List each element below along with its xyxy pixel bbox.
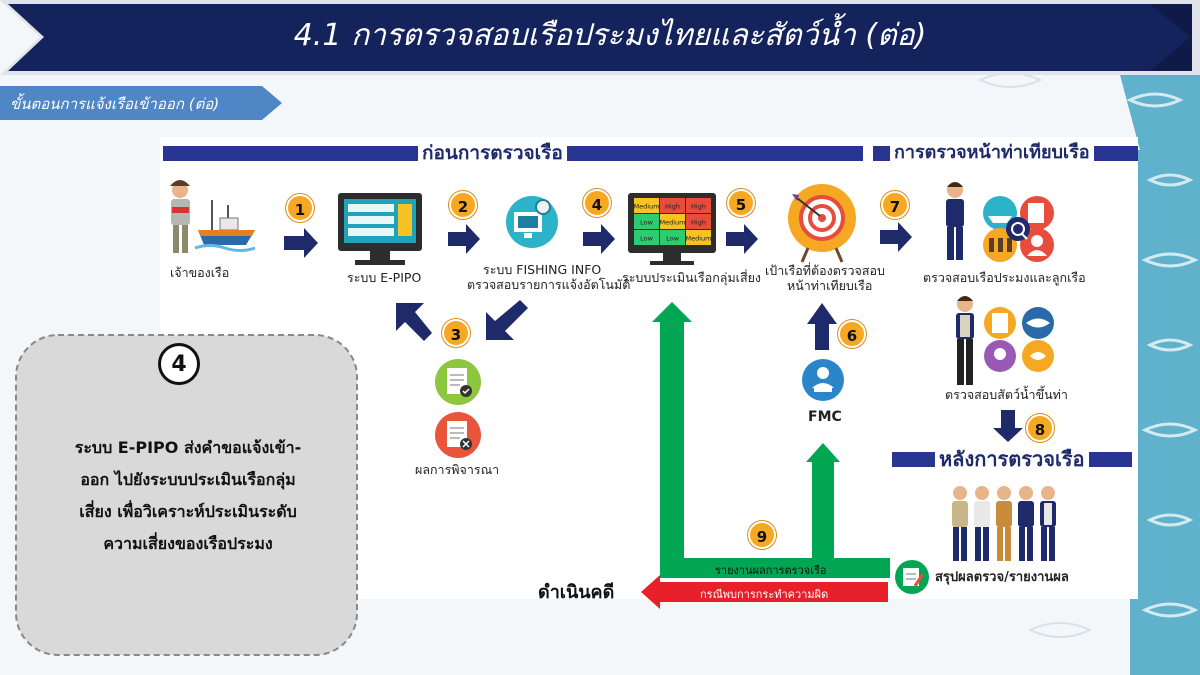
epipo-label: ระบบ E-PIPO [347,270,422,285]
inspect-catch-label: ตรวจสอบสัตว์น้ำขึ้นท่า [945,387,1068,402]
risk-cell [634,198,659,213]
note-card [15,334,358,656]
risk-cell-label: Low [666,235,679,243]
step-badge-8: 8 [1026,414,1054,442]
fishing-info-icon [506,196,558,248]
risk-cell-label: High [665,203,680,211]
boat-crew-inspection-icons [983,196,1054,262]
summary-label: สรุปผลตรวจ/รายงานผล [935,570,1069,585]
risk-cell-label: Low [640,235,653,243]
section-label-port: การตรวจหน้าท่าเทียบเรือ [890,141,1094,165]
fishing-boat-icon [194,200,256,252]
risk-cell-label: Medium [634,203,660,211]
step-badge-9: 9 [748,521,776,549]
risk-cell-label: High [691,219,706,227]
section-label-before: ก่อนการตรวจเรือ [418,141,567,165]
red-violation-flow [641,575,888,609]
risk-cell [634,214,659,229]
risk-cell [686,198,711,213]
step-badge-2: 2 [449,191,477,219]
risk-cell [686,230,711,245]
note-line: ออก ไปยังระบบประเมินเรือกลุ่ม [80,470,296,489]
fishing-info-label: ระบบ FISHING INFO [483,262,602,277]
catch-inspection-icons [984,307,1054,372]
prosecute-label: ดำเนินคดี [538,582,615,603]
step-badge-7: 7 [881,191,909,219]
rejected-document-icon [435,412,481,458]
step-badge-4: 4 [583,189,611,217]
violation-bar-label: กรณีพบการกระทำความผิด [700,588,829,601]
risk-cell [660,230,685,245]
epipo-monitor-icon [338,193,422,265]
header-banner [0,0,1200,75]
step-badge-5: 5 [727,189,755,217]
approved-document-icon [435,359,481,405]
boat-owner-icon [170,180,190,253]
section-label-after: หลังการตรวจเรือ [935,447,1089,471]
note-line: ระบบ E-PIPO ส่งคำขอแจ้งเข้า- [74,438,302,457]
risk-cell [634,230,659,245]
flow-arrows [284,222,1023,442]
inspector-officer-icon [946,182,964,260]
risk-cell-label: Medium [686,235,712,243]
risk-cell [660,214,685,229]
green-report-flow [652,302,890,578]
step-badge-1: 1 [286,194,314,222]
catch-inspector-icon [956,296,974,385]
fmc-operator-icon [802,359,844,401]
inspect-boat-label: ตรวจสอบเรือประมงและลูกเรือ [923,270,1086,285]
target-label: เป้าเรือที่ต้องตรวจสอบ [765,263,885,278]
note-line: ความเสี่ยงของเรือประมง [103,534,273,553]
report-bar-label: รายงานผลการตรวจเรือ [715,564,827,577]
section-subtitle: ขั้นตอนการแจ้งเรือเข้าออก (ต่อ) [10,95,220,113]
consider-result-label: ผลการพิจารณา [415,462,500,477]
target-icon [788,184,856,263]
officers-group-icon [952,486,1056,561]
owner-label: เจ้าของเรือ [170,265,230,280]
risk-cell [660,198,685,213]
fmc-label: FMC [808,409,842,425]
note-step-badge: 4 [158,343,200,385]
step-badge-3: 3 [442,319,470,347]
risk-cell [686,214,711,229]
subtitle-ribbon [0,86,282,120]
note-line: เสี่ยง เพื่อวิเคราะห์ประเมินระดับ [79,502,297,521]
risk-system-label: ระบบประเมินเรือกลุ่มเสี่ยง [622,270,762,285]
target-sublabel: หน้าท่าเทียบเรือ [787,278,873,293]
step-badge-6: 6 [838,320,866,348]
fishing-info-sublabel: ตรวจสอบรายการแจ้งอัตโนมัติ [467,277,631,292]
note-text: ระบบ E-PIPO ส่งคำขอแจ้งเข้า- ออก ไปยังระ… [38,432,338,560]
risk-cell-label: High [691,203,706,211]
risk-cell-label: Medium [660,219,686,227]
slide-title: 4.1 การตรวจสอบเรือประมงไทยและสัตว์น้ำ (ต… [293,18,927,53]
report-summary-icon [895,560,929,594]
risk-cell-label: Low [640,219,653,227]
